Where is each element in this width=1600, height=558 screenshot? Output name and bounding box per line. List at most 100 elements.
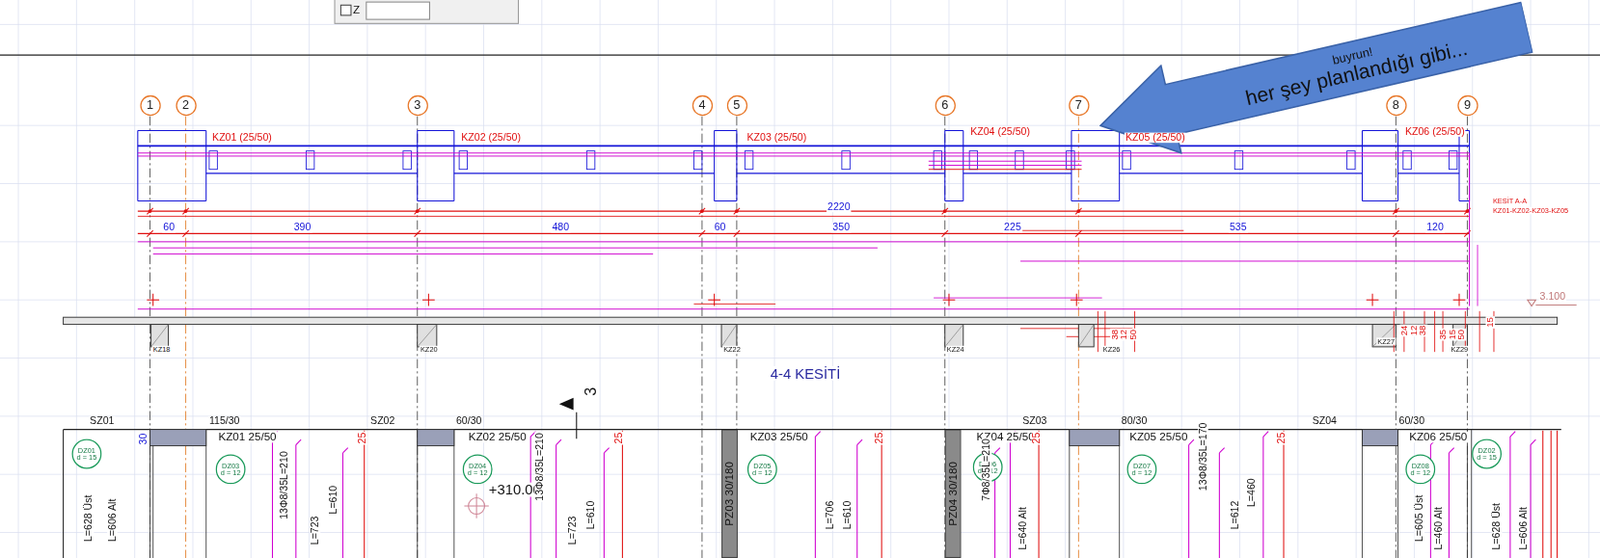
node-title: 2 bbox=[182, 98, 190, 111]
rebar-line bbox=[1219, 453, 1221, 558]
drawing-label: Z bbox=[352, 3, 361, 16]
dimension-tick bbox=[1392, 208, 1399, 215]
section-arrow bbox=[559, 398, 574, 411]
sheet-grid-line bbox=[1530, 0, 1532, 558]
drawing-label: KESİT A-A bbox=[1491, 196, 1528, 204]
section-cut-mark bbox=[1458, 294, 1460, 307]
dimension-tick bbox=[146, 208, 153, 215]
column-edge bbox=[735, 130, 737, 201]
hatch-line bbox=[1078, 325, 1094, 348]
stirrup-mark bbox=[969, 151, 977, 170]
input-box bbox=[366, 1, 431, 20]
column-line bbox=[1470, 430, 1472, 558]
rotated-annotation: 3 bbox=[582, 386, 598, 398]
rebar-hook bbox=[1510, 432, 1516, 437]
node-text-group: DZ07d = 12 bbox=[1126, 454, 1158, 486]
stirrup-mark bbox=[693, 151, 702, 170]
column-line bbox=[1361, 430, 1363, 558]
node-title: DZ03 bbox=[221, 461, 240, 470]
rebar-line bbox=[555, 445, 557, 558]
node-text-group: 6 bbox=[934, 94, 956, 116]
drawing-label: 350 bbox=[831, 222, 851, 234]
dimension-dot bbox=[700, 209, 705, 214]
node-title: DZ05 bbox=[753, 461, 771, 470]
node-title: PZ04 30/180 bbox=[947, 461, 959, 527]
section-cut-mark bbox=[152, 294, 154, 307]
arrow-shape bbox=[1090, 0, 1538, 170]
rebar-hook bbox=[296, 439, 301, 445]
stirrup-mark bbox=[586, 151, 595, 170]
node-text-group: DZ01d = 15 bbox=[71, 438, 103, 470]
stirrup-mark bbox=[933, 151, 942, 170]
rebar-line bbox=[881, 431, 883, 558]
node-text-group: DZ02d = 15 bbox=[1471, 438, 1503, 470]
rotated-annotation: 35 bbox=[1438, 328, 1449, 342]
dimension-line bbox=[137, 211, 1470, 213]
node-text-group: 1 bbox=[138, 94, 161, 116]
dimension-line bbox=[1097, 311, 1099, 353]
dimension-dot bbox=[1393, 209, 1398, 214]
drawing-label: KZ03 (25/50) bbox=[745, 133, 808, 144]
rebar-line bbox=[1009, 436, 1011, 558]
beam-downstand bbox=[721, 325, 737, 348]
rotated-annotation: L=628 Üst bbox=[1491, 502, 1503, 552]
rebar-line bbox=[271, 436, 273, 558]
checkbox bbox=[340, 4, 352, 16]
stirrup-mark bbox=[305, 151, 314, 170]
column-line bbox=[1397, 430, 1399, 558]
stirrup-mark bbox=[1066, 151, 1075, 170]
circle-outline bbox=[216, 455, 245, 485]
rebar-line bbox=[603, 453, 605, 558]
column-edge bbox=[205, 130, 207, 201]
rebar-line bbox=[363, 431, 365, 558]
drawing-label: KZ06 25/50 bbox=[1408, 432, 1468, 444]
rotated-annotation: L=723 bbox=[310, 515, 322, 546]
rotated-annotation: 25 bbox=[1276, 432, 1288, 446]
rebar-line bbox=[928, 161, 1083, 163]
node-text-group: DZ05d = 12 bbox=[746, 454, 778, 486]
rebar-hook bbox=[1189, 439, 1194, 445]
stirrup-mark bbox=[1234, 151, 1243, 170]
beam-bottom-line bbox=[736, 172, 946, 174]
beam-top-line bbox=[137, 145, 1470, 148]
stirrup-mark bbox=[744, 151, 753, 170]
grid-axis-bubble: 1 bbox=[138, 94, 161, 116]
rebar-line bbox=[295, 445, 297, 558]
dimension-dot bbox=[943, 209, 948, 214]
node-subtitle: d = 12 bbox=[752, 469, 773, 478]
beam-downstand bbox=[945, 325, 964, 348]
node-text-group: 3 bbox=[406, 94, 429, 116]
dimension-line bbox=[1393, 311, 1395, 353]
rebar-line bbox=[1550, 431, 1552, 558]
dimension-dot bbox=[1076, 209, 1081, 214]
drawing-label: KZ18 bbox=[152, 346, 172, 353]
rotated-annotation: L=610 bbox=[842, 500, 854, 532]
column-edge bbox=[713, 130, 715, 201]
dimension-tick bbox=[414, 208, 421, 215]
circle-outline bbox=[1127, 455, 1157, 485]
rebar-line bbox=[530, 436, 532, 558]
slab-tag-circle: DZ07d = 12 bbox=[1126, 454, 1158, 486]
drawing-label: KZ04 (25/50) bbox=[969, 126, 1031, 137]
column-line bbox=[152, 430, 154, 558]
drawing-label: 60/30 bbox=[1398, 416, 1427, 428]
sheet-grid-line bbox=[0, 357, 1600, 359]
node-text-group: 8 bbox=[1384, 94, 1407, 116]
column-edge bbox=[944, 130, 946, 201]
rotated-annotation: 25 bbox=[356, 432, 368, 446]
rotated-annotation: L=605 Üst bbox=[1413, 493, 1425, 543]
circle-outline bbox=[407, 95, 428, 115]
drawing-label: SZ01 bbox=[88, 416, 115, 428]
rebar-line bbox=[1509, 436, 1511, 558]
rebar-line bbox=[1020, 260, 1470, 262]
sheet-grid-line bbox=[0, 299, 1600, 301]
node-title: 6 bbox=[941, 98, 949, 111]
node-title: 1 bbox=[146, 98, 154, 111]
drawing-label: 390 bbox=[293, 222, 313, 234]
wall-section: PZ04 30/180 bbox=[945, 430, 962, 558]
dimension-dot bbox=[1465, 209, 1470, 214]
rebar-hook bbox=[1530, 439, 1536, 445]
dimension-dot bbox=[734, 209, 739, 214]
rebar-hook bbox=[995, 448, 1001, 454]
grid-axis-bubble: 8 bbox=[1384, 94, 1407, 116]
